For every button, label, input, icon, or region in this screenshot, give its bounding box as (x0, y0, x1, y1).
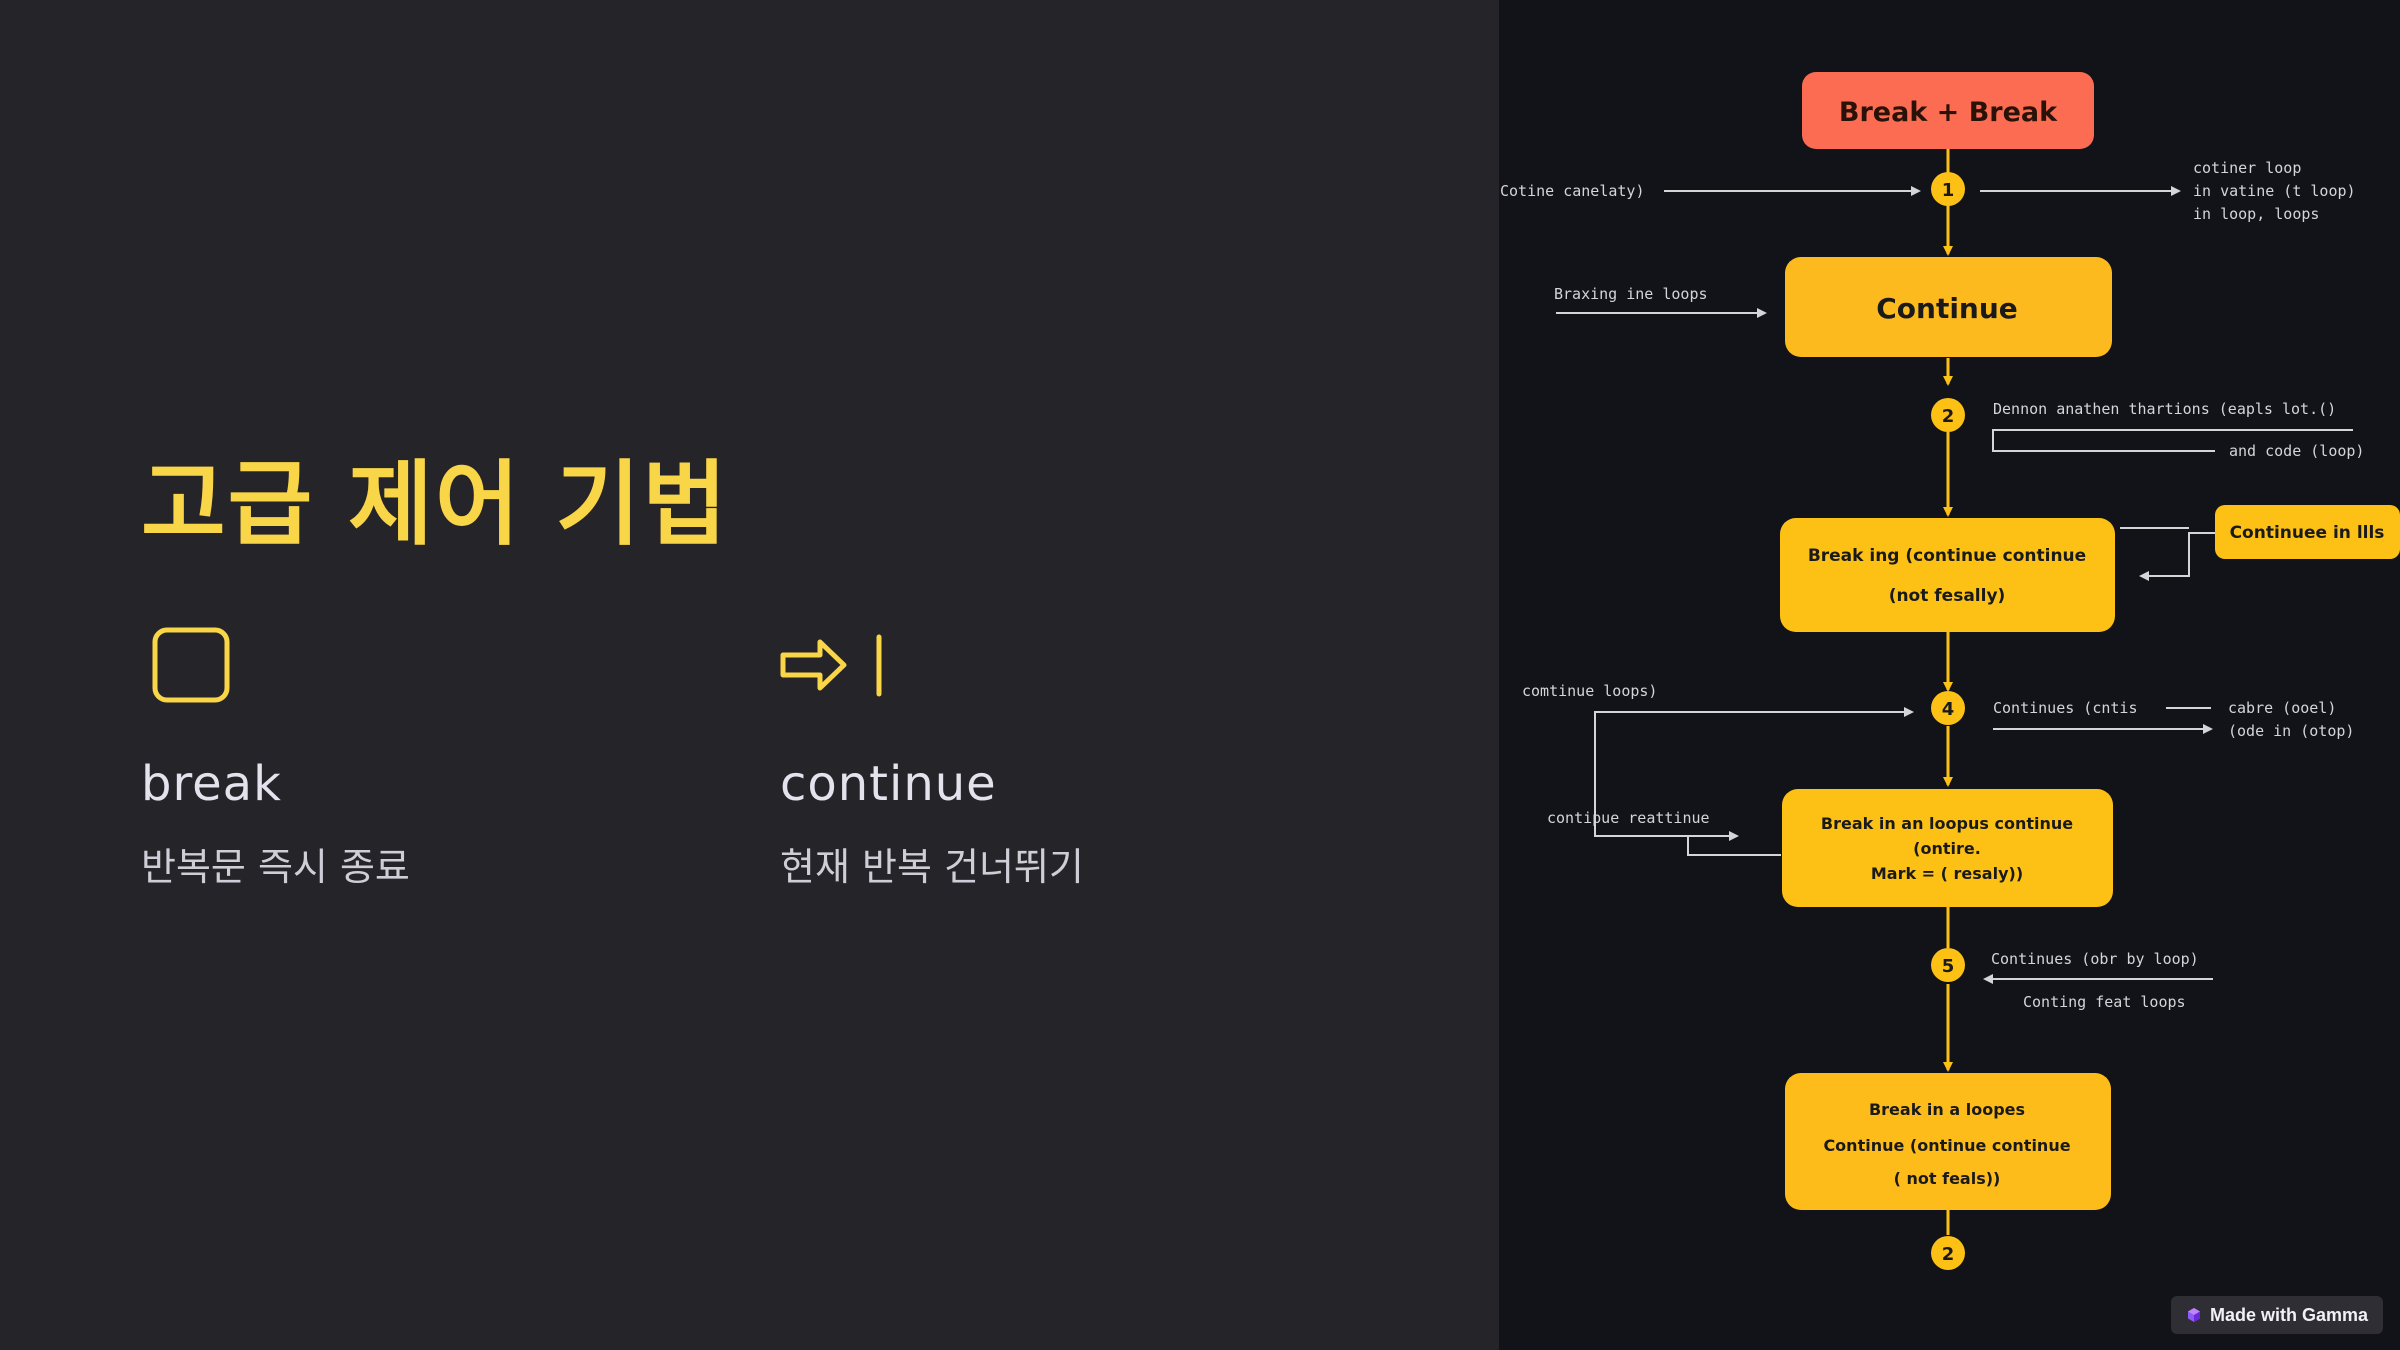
break-description: 반복문 즉시 종료 (141, 845, 410, 889)
note-6: comtinue loops) (1522, 682, 1657, 700)
flow-box-4-line3: Mark = ( resaly)) (1871, 864, 2023, 883)
note-2b: in vatine (t loop) (2193, 182, 2356, 200)
step-5: 5 (1942, 956, 1955, 977)
step-2: 2 (1942, 406, 1955, 427)
break-card: break 반복문 즉시 종료 (141, 620, 701, 891)
continue-card: continue 현재 반복 건너뛰기 (780, 620, 1340, 891)
flow-box-4-line1: Break in an loopus continue (1821, 814, 2073, 833)
note-4: Dennon anathen thartions (eapls lot.() (1993, 400, 2336, 418)
continue-description: 현재 반복 건너뛰기 (780, 845, 1084, 889)
flow-side-box-label: Continuee in llls (2230, 523, 2385, 543)
note-2c: in loop, loops (2193, 205, 2319, 223)
flow-box-continue (1785, 257, 2112, 357)
slide-content: 고급 제어 기법 break 반복문 즉시 종료 continue 현재 반복 … (141, 451, 1340, 891)
flow-box-continue-label: Continue (1876, 292, 2018, 325)
note-1: Cotine canelaty) (1500, 182, 1645, 200)
step-1: 1 (1942, 180, 1955, 201)
flow-side-box (2215, 505, 2400, 559)
slide-title: 고급 제어 기법 (141, 451, 729, 558)
made-with-gamma-badge[interactable]: Made with Gamma (2171, 1296, 2383, 1334)
break-label: break (141, 756, 282, 812)
flow-box-3-line1: Break ing (continue continue (1808, 546, 2086, 566)
flow-box-5-line1: Break in a loopes (1869, 1100, 2025, 1119)
flow-box-top (1802, 72, 2094, 149)
step-2b: 2 (1942, 1244, 1955, 1265)
step-4: 4 (1942, 699, 1955, 720)
note-3: Braxing ine loops (1554, 285, 1708, 303)
flow-connectors (1556, 186, 2353, 984)
note-8b: (ode in (otop) (2228, 722, 2354, 740)
note-8a: cabre (ooel) (2228, 699, 2336, 717)
arrow-to-bar-icon (780, 634, 882, 697)
flow-box-4 (1782, 789, 2113, 907)
flow-box-5 (1785, 1073, 2111, 1210)
square-icon (152, 627, 230, 703)
flow-box-4-line2: (ontire. (1913, 839, 1981, 858)
flow-box-5-line2: Continue (ontinue continue (1823, 1136, 2070, 1155)
badge-label: Made with Gamma (2209, 1304, 2369, 1325)
flow-box-top-label: Break + Break (1839, 97, 2058, 128)
flow-step-circles (1931, 172, 1965, 1270)
continue-label: continue (780, 756, 997, 812)
note-2a: cotiner loop (2193, 159, 2301, 177)
flow-box-5-line3: ( not feals)) (1894, 1169, 2001, 1188)
flow-box-3 (1780, 518, 2115, 632)
note-11: Conting feat loops (2023, 993, 2186, 1011)
flow-box-3-line2: (not fesally) (1889, 586, 2006, 606)
note-10: Continues (obr by loop) (1991, 950, 2199, 968)
flowchart-image: 1 2 4 5 2 Break + Break Continue Break i… (1499, 0, 2400, 1350)
note-7: Continues (cntis (1993, 699, 2138, 717)
gamma-gem-icon (2187, 1308, 2200, 1322)
flowchart-diagram: 1 2 4 5 2 Break + Break Continue Break i… (1500, 72, 2400, 1270)
note-5: and code (loop) (2229, 442, 2364, 460)
note-9: contipue reattinue (1547, 809, 1710, 827)
